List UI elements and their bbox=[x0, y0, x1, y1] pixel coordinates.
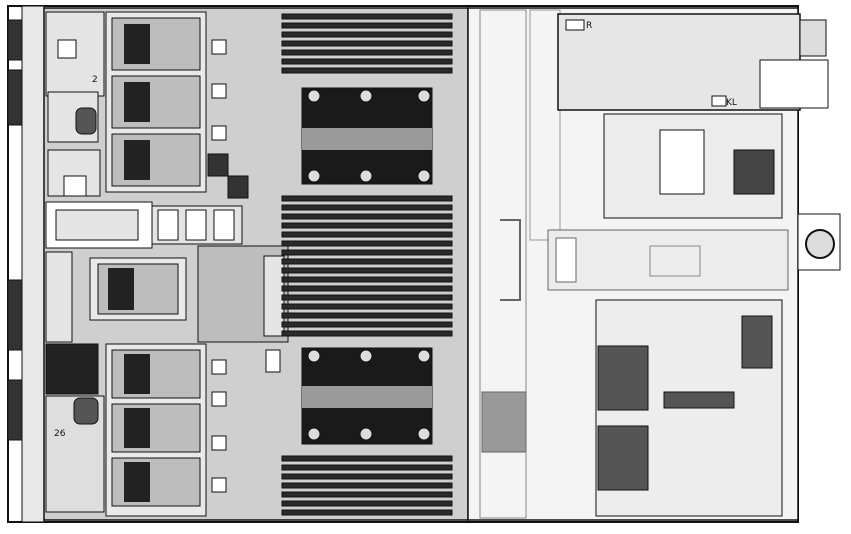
center-connector-block bbox=[151, 205, 289, 373]
card-number-label: 26 bbox=[54, 429, 66, 439]
fan-modules-top bbox=[105, 11, 207, 193]
dimm-slot bbox=[281, 285, 453, 292]
dimm-slot bbox=[281, 330, 453, 337]
cpu-heatsink-1 bbox=[301, 87, 433, 185]
fan-module-middle bbox=[89, 257, 187, 321]
dimm-slot bbox=[281, 249, 453, 256]
dimm-slot bbox=[281, 509, 453, 516]
dimm-slot bbox=[281, 500, 453, 507]
dimm-slot bbox=[281, 276, 453, 283]
dimm-slot bbox=[281, 464, 453, 471]
dimm-bank-middle bbox=[281, 195, 453, 337]
dimm-slot bbox=[281, 491, 453, 498]
rear-port bbox=[797, 213, 841, 271]
dimm-slot bbox=[281, 22, 453, 29]
left-io-area bbox=[45, 11, 153, 513]
cpu-heatsink-2 bbox=[301, 347, 433, 445]
dimm-slot bbox=[281, 231, 453, 238]
dimm-slot bbox=[281, 303, 453, 310]
dimm-slot bbox=[281, 294, 453, 301]
riser-cage-upper bbox=[603, 113, 783, 219]
dimm-slot bbox=[281, 240, 453, 247]
dimm-slot bbox=[281, 482, 453, 489]
dimm-slot bbox=[281, 258, 453, 265]
dimm-slot bbox=[281, 222, 453, 229]
dimm-slot bbox=[281, 40, 453, 47]
dimm-slot bbox=[281, 455, 453, 462]
dimm-slot bbox=[281, 204, 453, 211]
dimm-bank-top bbox=[281, 13, 453, 74]
fan-mark-label: 2 bbox=[92, 75, 98, 85]
fan-connectors bbox=[207, 39, 249, 493]
dimm-slot bbox=[281, 213, 453, 220]
fan-modules-bottom bbox=[105, 343, 207, 517]
dimm-slot bbox=[281, 321, 453, 328]
dimm-slot bbox=[281, 31, 453, 38]
riser-mark-bottom-label: KL bbox=[726, 98, 737, 108]
dimm-slot bbox=[281, 58, 453, 65]
dimm-slot bbox=[281, 67, 453, 74]
dimm-bank-bottom bbox=[281, 455, 453, 516]
riser-cage-lower bbox=[481, 299, 783, 517]
dimm-slot bbox=[281, 195, 453, 202]
riser-card-top bbox=[557, 13, 829, 111]
dimm-slot bbox=[281, 312, 453, 319]
dimm-slot bbox=[281, 267, 453, 274]
front-panel-connectors bbox=[7, 5, 45, 523]
dimm-slot bbox=[281, 49, 453, 56]
dimm-slot bbox=[281, 473, 453, 480]
riser-mark-top-label: R bbox=[586, 21, 592, 31]
dimm-slot bbox=[281, 13, 453, 20]
